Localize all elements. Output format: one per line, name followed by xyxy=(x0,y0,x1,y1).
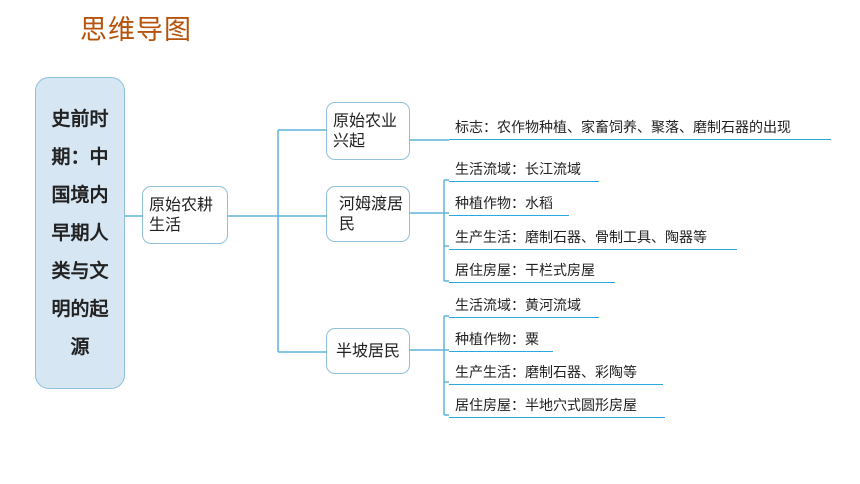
branch-label: 河姆渡居民 xyxy=(339,194,404,233)
leaf-item: 居住房屋：干栏式房屋 xyxy=(449,261,615,283)
branch-node-banpo: 半坡居民 xyxy=(326,328,410,374)
root-node: 史前时期：中国境内早期人类与文明的起源 xyxy=(35,77,125,389)
leaf-item: 生产生活：磨制石器、彩陶等 xyxy=(449,363,663,385)
leaf-item: 生产生活：磨制石器、骨制工具、陶器等 xyxy=(449,228,737,250)
leaf-item: 生活流域：长江流域 xyxy=(449,160,599,182)
branch-label: 半坡居民 xyxy=(335,341,400,360)
level1-node: 原始农耕生活 xyxy=(142,186,228,244)
leaf-item: 居住房屋：半地穴式圆形房屋 xyxy=(449,396,665,418)
leaf-item: 种植作物：粟 xyxy=(449,330,553,352)
branch-node-agriculture: 原始农业兴起 xyxy=(326,102,410,160)
leaf-item: 标志：农作物种植、家畜饲养、聚落、磨制石器的出现 xyxy=(449,118,831,140)
level1-label: 原始农耕生活 xyxy=(149,195,214,234)
branch-label: 原始农业兴起 xyxy=(333,111,398,150)
branch-node-hemudu: 河姆渡居民 xyxy=(326,186,410,242)
root-label: 史前时期：中国境内早期人类与文明的起源 xyxy=(51,108,109,358)
leaf-item: 种植作物：水稻 xyxy=(449,194,569,216)
page-title: 思维导图 xyxy=(80,15,192,46)
leaf-item: 生活流域：黄河流域 xyxy=(449,296,599,318)
